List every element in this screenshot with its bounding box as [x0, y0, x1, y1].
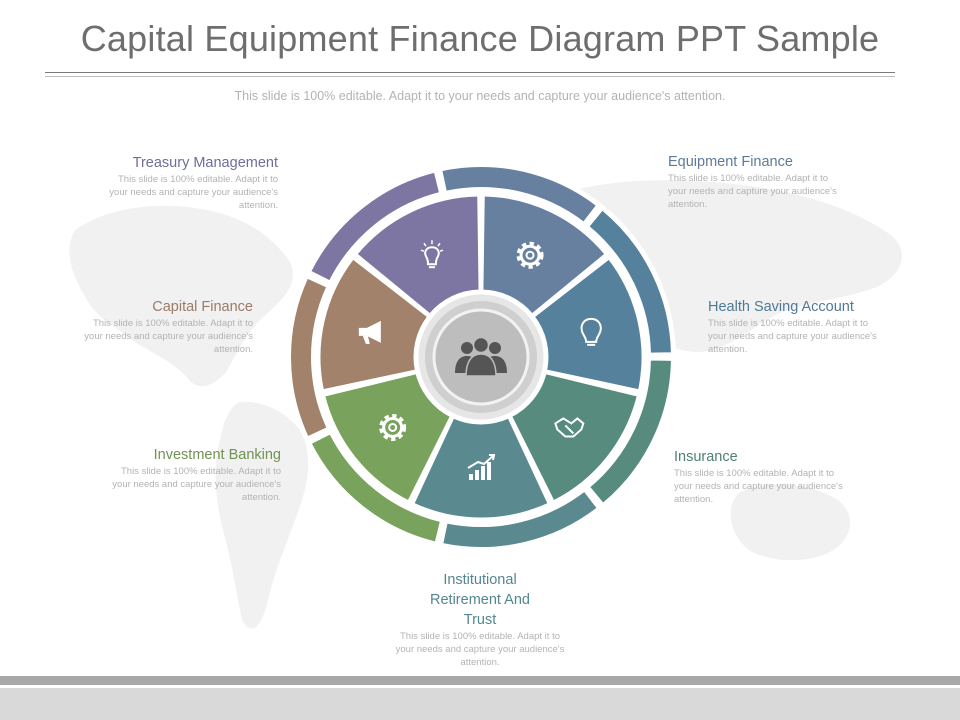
outer-ring-arc: [308, 170, 442, 283]
label-description: This slide is 100% editable. Adapt it to…: [668, 173, 837, 210]
outer-ring-arc: [586, 208, 673, 355]
outer-ring-arc: [309, 432, 443, 544]
slide-subtitle: This slide is 100% editable. Adapt it to…: [234, 89, 726, 103]
label-title: Institutional Retirement And Trust: [430, 572, 530, 628]
label-capital-finance: Capital Finance This slide is 100% edita…: [63, 298, 253, 356]
outer-ring-arc: [587, 358, 673, 506]
handshake-icon: [554, 417, 585, 438]
segment-icons: [358, 240, 602, 480]
growth-chart-icon: [467, 454, 496, 480]
label-health-saving-account: Health Saving Account This slide is 100%…: [708, 298, 883, 356]
label-title: Equipment Finance: [668, 154, 793, 170]
label-description: This slide is 100% editable. Adapt it to…: [112, 466, 281, 503]
idea-bulb-icon: [420, 240, 444, 269]
label-title: Treasury Management: [132, 155, 278, 171]
segment-wedge: [531, 255, 645, 393]
label-equipment-finance: Equipment Finance This slide is 100% edi…: [668, 153, 843, 211]
segment-wedge: [508, 370, 641, 504]
label-title: Health Saving Account: [708, 299, 854, 315]
outer-ring-arc: [289, 276, 329, 439]
team-icon: [455, 336, 507, 377]
segment-wedge: [480, 193, 609, 318]
footer-bar: [0, 676, 960, 685]
label-investment-banking: Investment Banking This slide is 100% ed…: [91, 446, 281, 504]
gear-icon: [379, 413, 407, 441]
title-divider: [45, 72, 895, 73]
segment-wedge: [353, 193, 482, 318]
megaphone-icon: [358, 320, 381, 344]
label-title: Investment Banking: [153, 447, 281, 463]
label-description: This slide is 100% editable. Adapt it to…: [708, 318, 877, 355]
label-treasury-management: Treasury Management This slide is 100% e…: [88, 154, 278, 212]
lightbulb-icon: [580, 317, 602, 346]
label-title: Capital Finance: [152, 299, 253, 315]
label-description: This slide is 100% editable. Adapt it to…: [109, 174, 278, 211]
label-description: This slide is 100% editable. Adapt it to…: [674, 468, 843, 505]
gear-icon: [516, 241, 544, 269]
footer-band: [0, 688, 960, 720]
slide-title: Capital Equipment Finance Diagram PPT Sa…: [80, 18, 880, 59]
label-title: Insurance: [674, 449, 738, 465]
outer-ring-arc: [441, 489, 600, 549]
label-description: This slide is 100% editable. Adapt it to…: [84, 318, 253, 355]
label-description: This slide is 100% editable. Adapt it to…: [395, 631, 565, 668]
outer-ring-arc: [440, 165, 599, 225]
center-hub: [415, 291, 547, 423]
label-insurance: Insurance This slide is 100% editable. A…: [674, 448, 849, 506]
label-institutional-retirement: Institutional Retirement And Trust This …: [385, 570, 575, 669]
title-divider-secondary: [45, 76, 895, 77]
